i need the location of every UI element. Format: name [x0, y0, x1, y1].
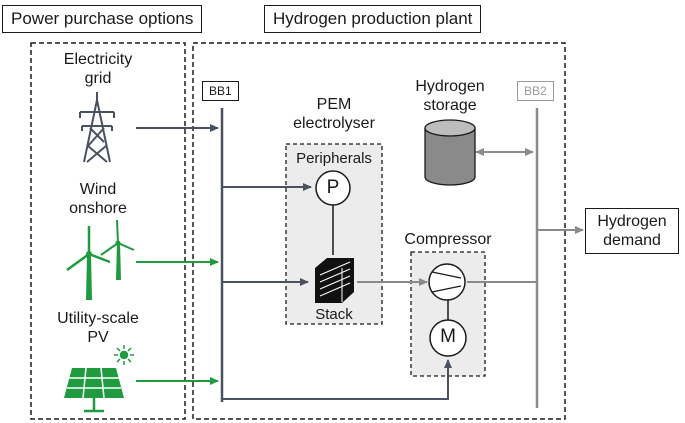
compressor-icon: [428, 263, 466, 301]
stack-label: Stack: [315, 306, 353, 323]
sun-icon: [114, 345, 134, 365]
pem-label-line2: electrolyser: [293, 115, 375, 132]
pem-label: PEM electrolyser: [284, 95, 384, 133]
grid-label-line1: Electricity: [63, 51, 133, 68]
demand-label-line1: Hydrogen: [597, 213, 667, 230]
pem-label-line1: PEM: [316, 96, 352, 113]
wind-turbine-icon: [66, 219, 135, 300]
grid-label-line2: grid: [84, 70, 112, 87]
wind-label-line2: onshore: [69, 200, 127, 217]
wind-label-line1: Wind: [79, 181, 117, 198]
stack-icon: [315, 258, 354, 303]
bb1-to-motor-arrow: [222, 359, 452, 400]
pv-label-line2: PV: [87, 329, 109, 346]
pv-label: Utility-scale PV: [43, 309, 153, 347]
hydrogen-storage-icon: [424, 119, 476, 186]
compressor-label: Compressor: [404, 231, 492, 248]
power-options-box: [30, 42, 186, 420]
power-options-label: Power purchase options: [2, 5, 203, 33]
peripherals-p-circle: [315, 170, 351, 206]
peripherals-p-label: P: [326, 177, 340, 198]
electricity-pylon-icon: [79, 92, 115, 163]
plant-label: Hydrogen production plant: [264, 5, 482, 33]
bb2-label: BB2: [517, 81, 554, 101]
storage-label: Hydrogen storage: [400, 77, 500, 115]
pv-panel-icon: [64, 367, 124, 413]
storage-label-line1: Hydrogen: [415, 78, 485, 95]
hydrogen-demand-box: Hydrogen demand: [585, 208, 679, 254]
motor-m-label: M: [440, 326, 456, 347]
demand-label-line2: demand: [603, 232, 661, 249]
peripherals-label: Peripherals: [296, 150, 372, 167]
wind-label: Wind onshore: [48, 180, 148, 218]
bb1-label: BB1: [202, 81, 239, 101]
storage-label-line2: storage: [423, 97, 477, 114]
pv-label-line1: Utility-scale: [57, 310, 139, 327]
grid-label: Electricity grid: [48, 50, 148, 88]
